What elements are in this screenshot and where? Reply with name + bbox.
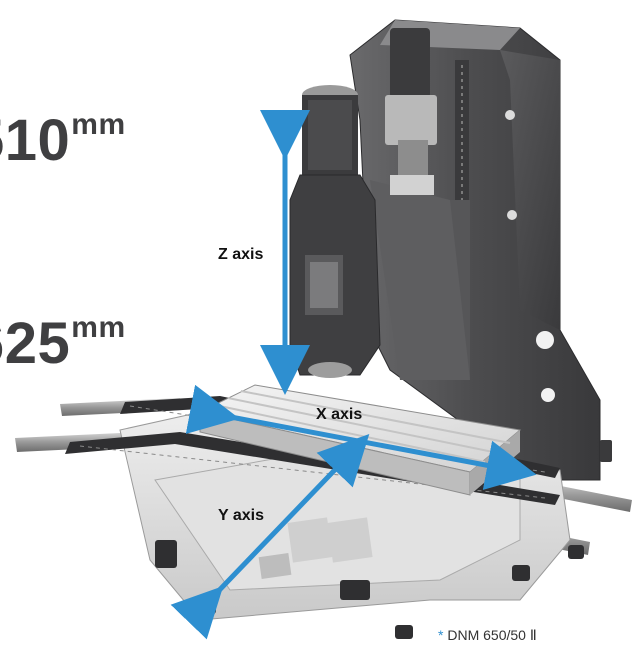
dimension-y-value: 625: [0, 311, 71, 376]
dimension-z-travel: 510mm: [0, 110, 126, 170]
dimension-z-value: 510: [0, 108, 71, 173]
dimension-z-unit: mm: [71, 108, 126, 141]
spindle-motor: [385, 28, 437, 195]
spindle-head: [289, 85, 381, 378]
z-axis-label: Z axis: [218, 246, 264, 263]
dimension-y-travel: 625mm: [0, 313, 126, 373]
y-axis-label: Y axis: [218, 507, 264, 524]
axis-arrows: [170, 110, 537, 640]
x-axis-label: X axis: [316, 406, 363, 423]
y-axis-arrow: [170, 433, 370, 640]
model-name: DNM 650/50 Ⅱ: [447, 627, 537, 643]
model-note: * DNM 650/50 Ⅱ: [438, 627, 537, 644]
asterisk-mark: *: [438, 627, 444, 643]
dimension-y-unit: mm: [71, 311, 126, 344]
